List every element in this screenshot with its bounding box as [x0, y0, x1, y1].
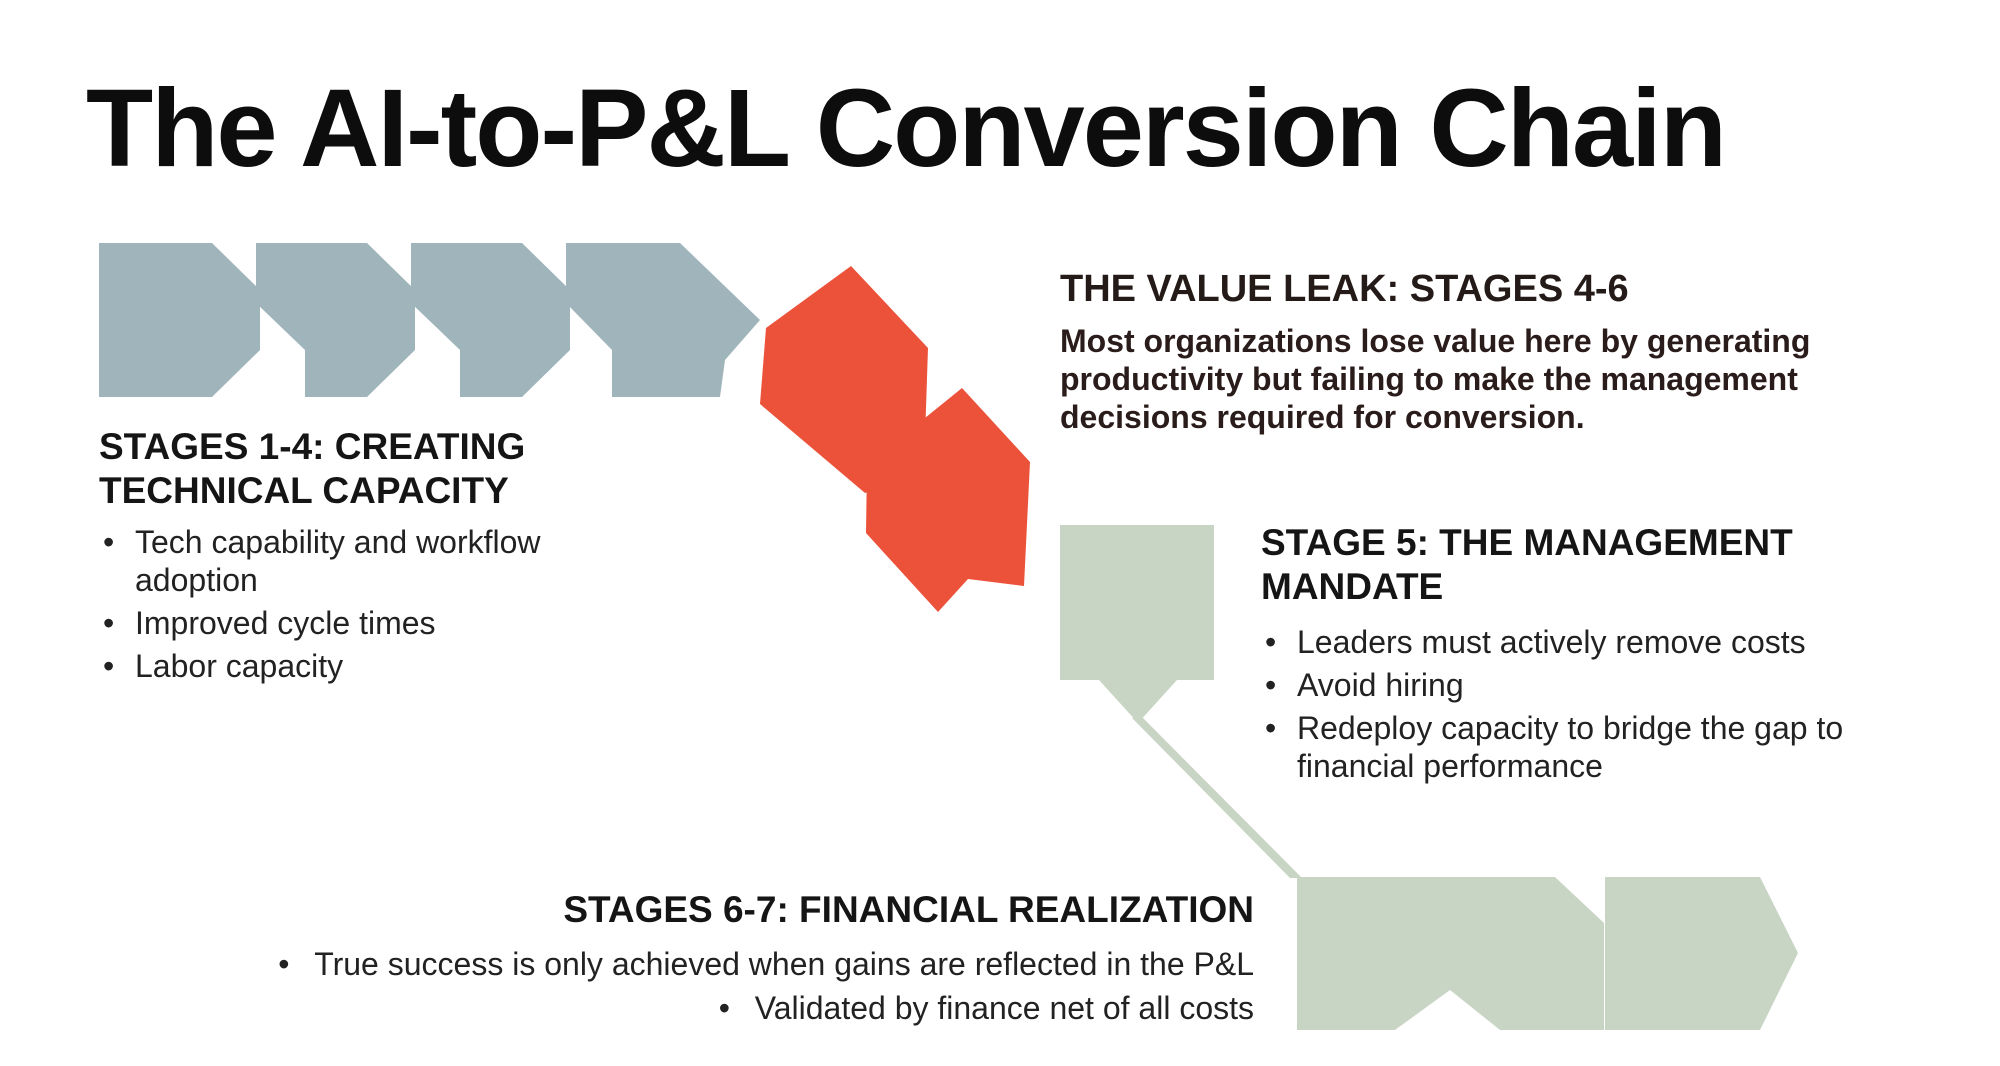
management-gate-block — [1060, 525, 1214, 723]
stages-1-4-bullets: Tech capability and workflow adoption Im… — [99, 523, 619, 685]
list-item: Improved cycle times — [99, 604, 619, 642]
list-item: Redeploy capacity to bridge the gap to f… — [1261, 709, 1881, 785]
management-connector-line — [1132, 718, 1302, 878]
list-item: Avoid hiring — [1261, 666, 1881, 704]
value-leak-shape-lower — [866, 388, 1030, 612]
stages-1-4-heading: STAGES 1-4: CREATING TECHNICAL CAPACITY — [99, 426, 526, 511]
bullet-dot: • — [278, 946, 290, 982]
capacity-chevron-1 — [99, 243, 260, 397]
realization-chevron-2 — [1605, 877, 1798, 1030]
value-leak-body: Most organizations lose value here by ge… — [1060, 323, 1811, 435]
stage-5-heading: STAGE 5: THE MANAGEMENT MANDATE — [1261, 522, 1793, 607]
list-item: Labor capacity — [99, 647, 619, 685]
capacity-chevron-3 — [411, 243, 570, 397]
stages-6-7-block: STAGES 6-7: FINANCIAL REALIZATION • True … — [154, 886, 1254, 1030]
bullet-dot: • — [718, 990, 730, 1026]
page-title: The AI-to-P&L Conversion Chain — [86, 67, 1727, 190]
stage-5-block: STAGE 5: THE MANAGEMENT MANDATE Leaders … — [1261, 521, 1881, 790]
stages-6-7-bullets: • True success is only achieved when gain… — [154, 942, 1254, 1030]
capacity-chevron-2 — [256, 243, 415, 397]
list-item-text: Validated by finance net of all costs — [754, 990, 1254, 1026]
list-item: Tech capability and workflow adoption — [99, 523, 619, 599]
value-leak-block: THE VALUE LEAK: STAGES 4-6 Most organiza… — [1060, 262, 1940, 436]
stages-1-4-block: STAGES 1-4: CREATING TECHNICAL CAPACITY … — [99, 425, 619, 690]
list-item: • True success is only achieved when gain… — [154, 942, 1254, 986]
list-item-text: True success is only achieved when gains… — [314, 946, 1254, 982]
value-leak-heading: THE VALUE LEAK: STAGES 4-6 — [1060, 268, 1629, 310]
list-item: • Validated by finance net of all costs — [154, 986, 1254, 1030]
management-shapes — [1060, 525, 1798, 1030]
realization-chevron-1 — [1297, 877, 1604, 1030]
stages-6-7-heading: STAGES 6-7: FINANCIAL REALIZATION — [563, 889, 1254, 930]
capacity-chevrons — [99, 243, 760, 397]
list-item: Leaders must actively remove costs — [1261, 623, 1881, 661]
value-leak-shape-upper — [760, 266, 928, 493]
value-leak-shapes — [760, 266, 1030, 612]
capacity-chevron-4 — [566, 243, 760, 397]
stage-5-bullets: Leaders must actively remove costs Avoid… — [1261, 623, 1881, 785]
